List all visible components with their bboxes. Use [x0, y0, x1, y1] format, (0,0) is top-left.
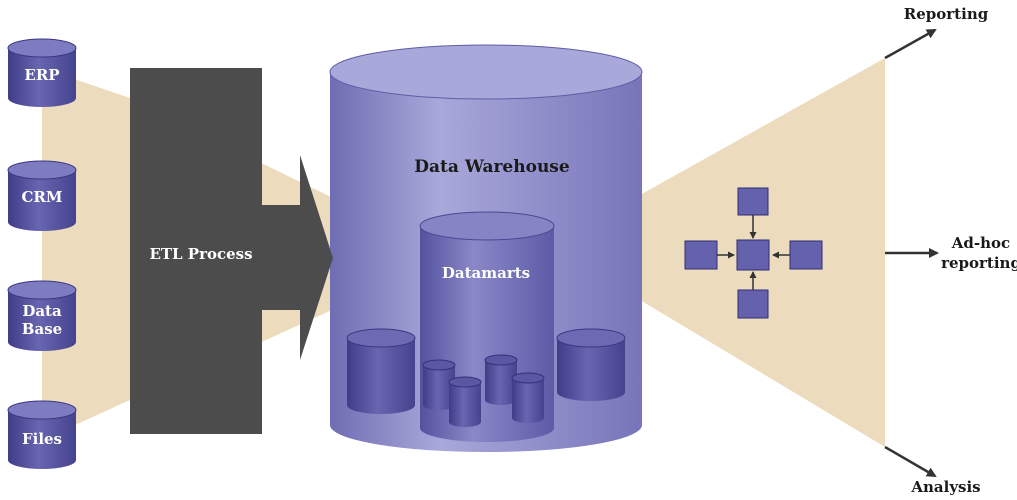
- reporting-label: Reporting: [904, 5, 989, 23]
- datamart-cylinder-3: [484, 354, 518, 405]
- source-label-crm: CRM: [21, 188, 62, 206]
- source-cylinder-database: [7, 280, 77, 351]
- datamarts-label: Datamarts: [442, 264, 530, 282]
- analysis-arrow: [884, 445, 937, 478]
- adhoc-label-line1: Ad-hoc: [951, 234, 1010, 252]
- source-cylinder-files: [7, 400, 77, 469]
- etl-process-block: [130, 68, 333, 434]
- hub-box-bottom: [737, 289, 769, 319]
- hub-box-top: [737, 187, 769, 216]
- hub-box-center: [736, 239, 770, 271]
- datamart-cylinder-4: [511, 372, 545, 423]
- datamart-cylinder-2: [448, 376, 482, 427]
- hub-diagram: [684, 187, 823, 319]
- hub-box-right: [789, 240, 823, 270]
- etl-process-label: ETL Process: [149, 245, 252, 263]
- adhoc-label-line2: reporting: [941, 254, 1017, 272]
- hub-box-left: [684, 240, 718, 270]
- source-cylinder-erp: [7, 38, 77, 107]
- source-cylinder-crm: [7, 160, 77, 231]
- source-label-data: Data: [22, 302, 62, 320]
- warehouse-cylinder-left: [346, 328, 416, 414]
- source-label-erp: ERP: [24, 66, 59, 84]
- reporting-arrow: [884, 28, 937, 60]
- analysis-label: Analysis: [910, 478, 980, 496]
- datamart-cylinder-1: [422, 359, 456, 410]
- source-label-files: Files: [22, 430, 62, 448]
- source-funnel: [42, 68, 130, 440]
- source-label-base: Base: [22, 320, 62, 338]
- warehouse-cylinder-right: [556, 328, 626, 401]
- data-warehouse-label: Data Warehouse: [414, 157, 570, 177]
